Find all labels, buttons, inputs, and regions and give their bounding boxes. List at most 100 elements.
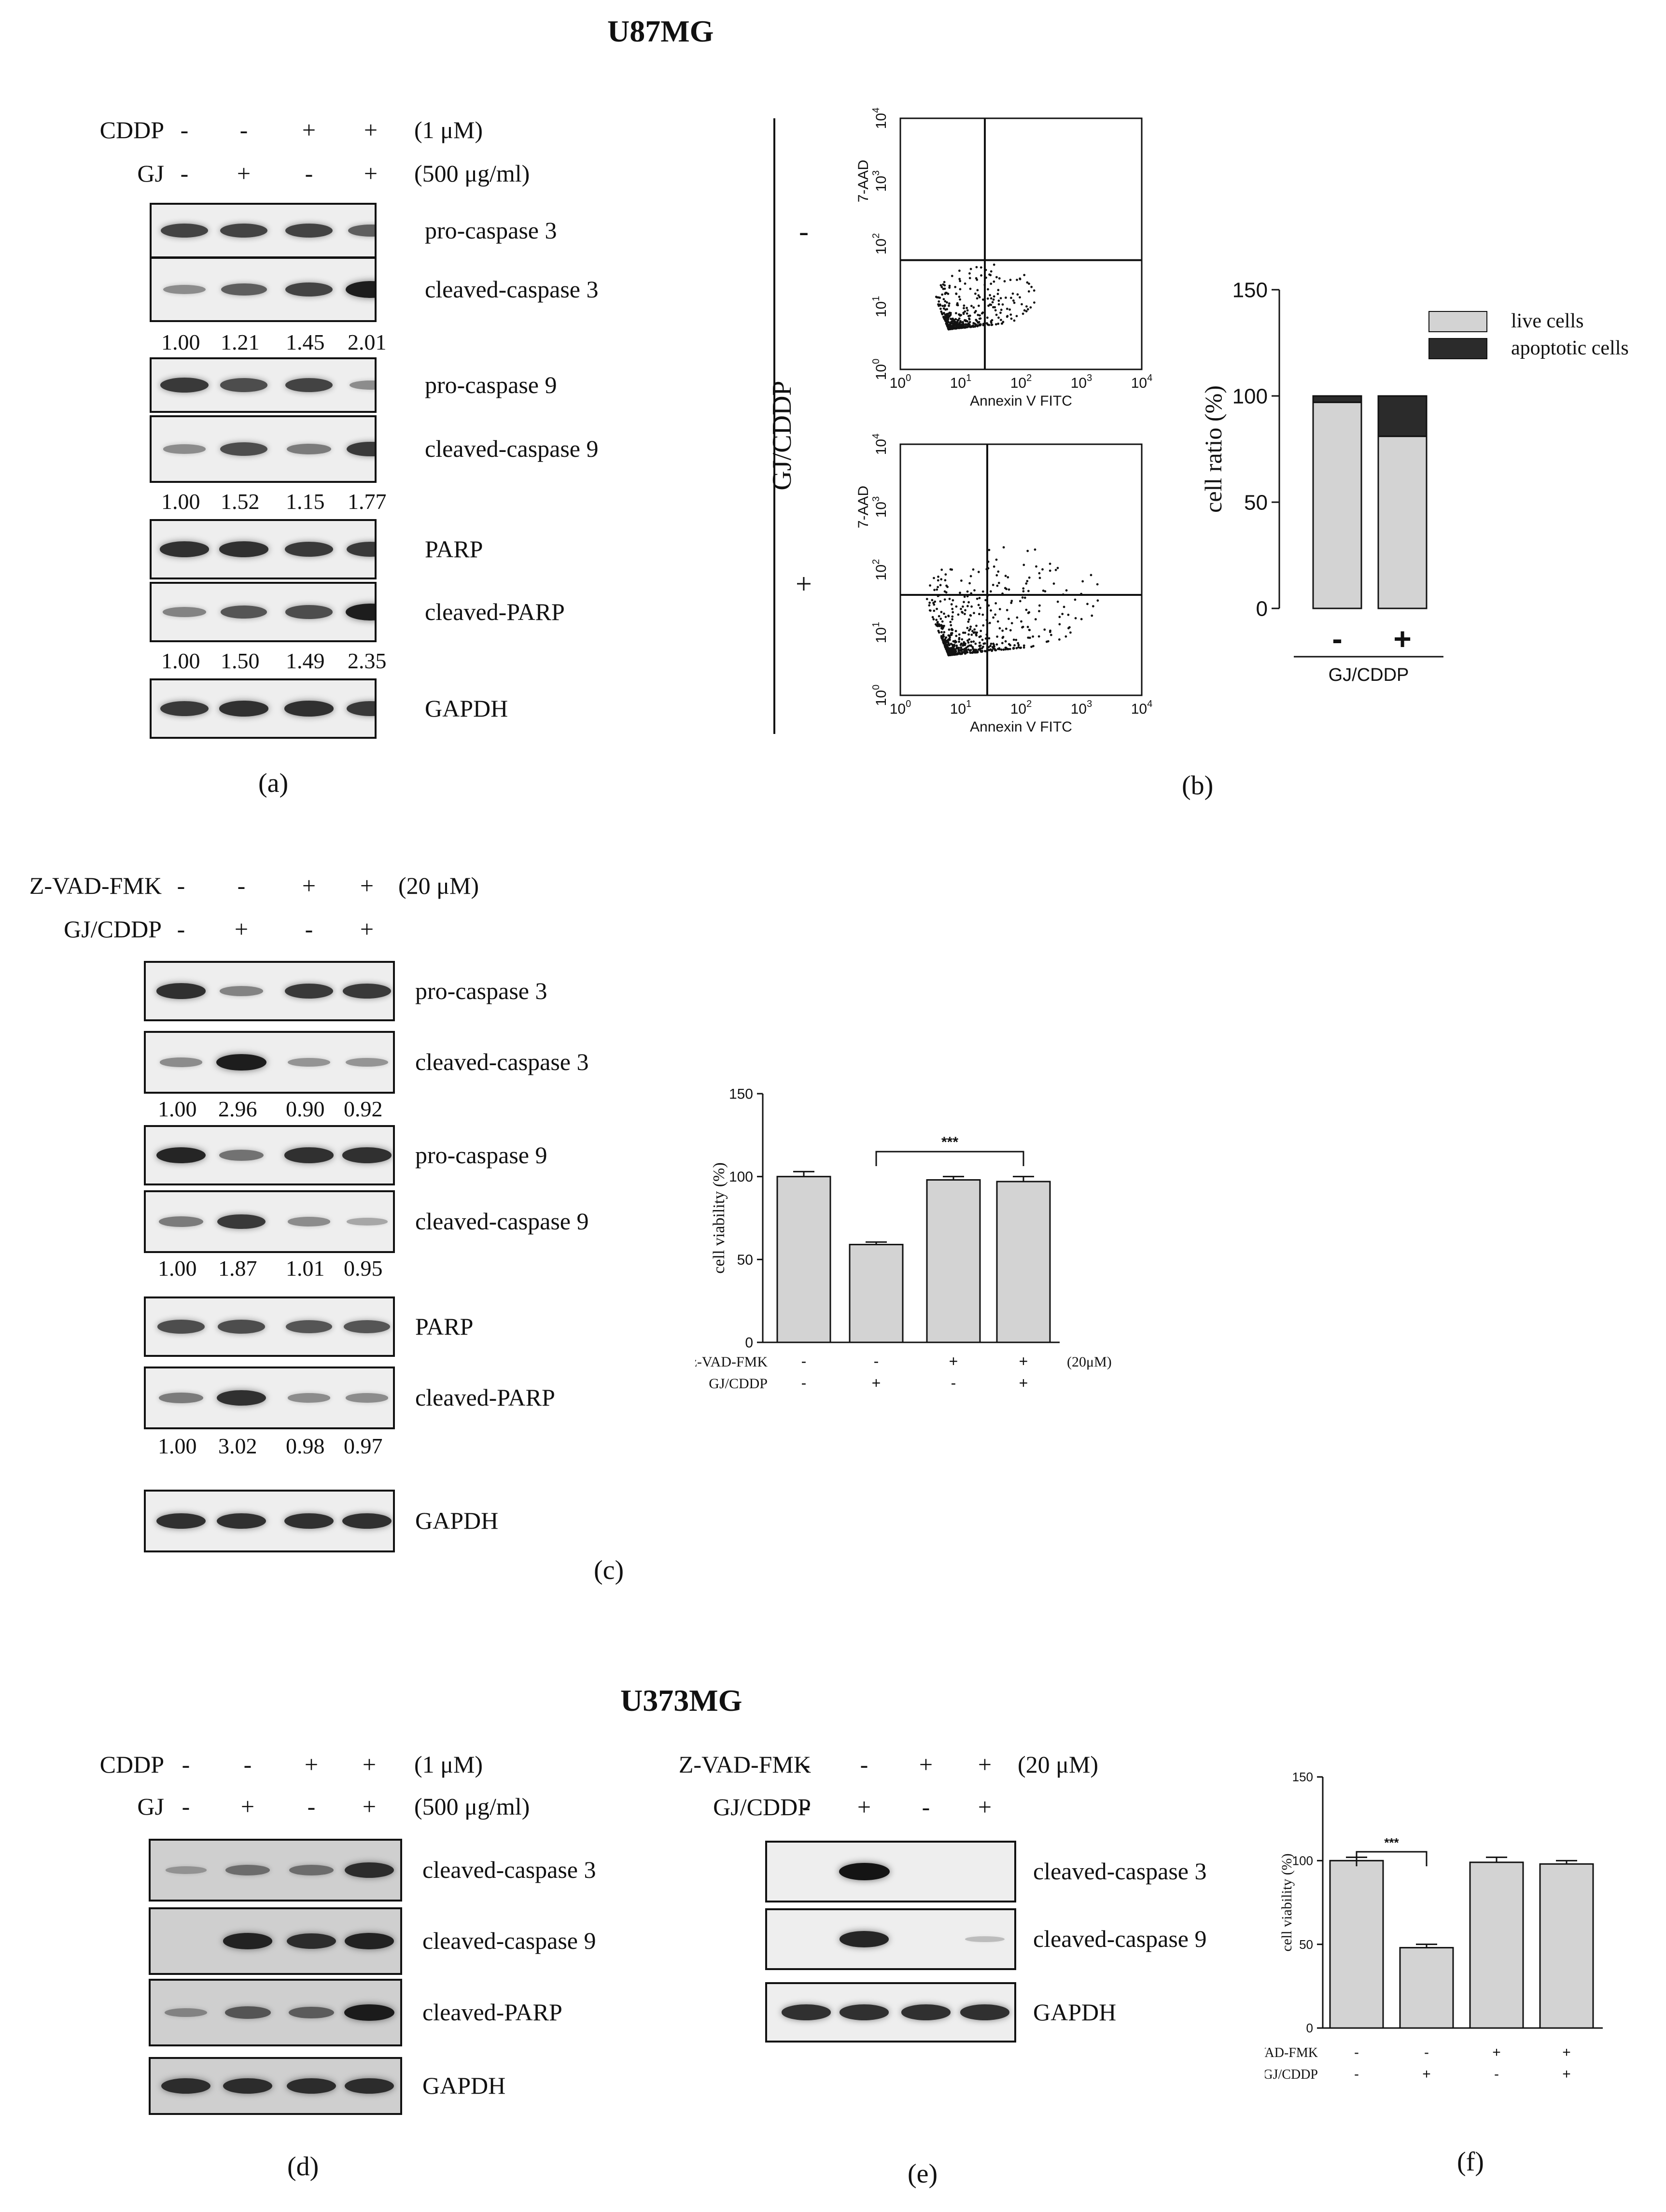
blot-band: [840, 2004, 889, 2020]
flow-y-tick: 101: [871, 296, 889, 318]
blot-band: [343, 984, 391, 999]
y-tick-label: 100: [729, 1169, 753, 1185]
treatment-sign: +: [872, 1374, 881, 1392]
blot-label: GAPDH: [422, 2072, 506, 2099]
treatment-sign: -: [1494, 2066, 1499, 2082]
treatment-sign: +: [949, 1353, 958, 1370]
blot-strip: [144, 1031, 395, 1094]
significance-bracket: [875, 1151, 1024, 1166]
flow-row-sign-minus: -: [799, 215, 809, 247]
x-category-label: +: [1393, 621, 1411, 656]
treatment-name: GJ/CDDP: [64, 916, 162, 943]
blot-strip: [144, 1190, 395, 1253]
blot-band: [219, 701, 268, 717]
blot-band: [220, 606, 267, 619]
treatment-sign: -: [182, 1751, 190, 1778]
blot-label: cleaved-caspase 9: [1033, 1925, 1207, 1952]
blot-band: [219, 541, 268, 557]
treatment-sign: +: [1562, 2044, 1571, 2060]
blot-band: [901, 2004, 951, 2020]
blot-band: [165, 1866, 207, 1874]
flow-group-label: GJ/CDDP: [767, 380, 797, 491]
blot-strip: [150, 678, 377, 739]
bar: [1329, 1860, 1384, 2029]
y-tick-label: 0: [1256, 597, 1268, 620]
blot-band: [216, 1054, 266, 1071]
band-quantification: 1.00: [161, 489, 200, 514]
blot-band: [345, 2078, 394, 2094]
blot-label: cleaved-PARP: [425, 598, 565, 625]
blot-band: [220, 223, 268, 238]
blot-band: [347, 542, 375, 557]
blot-band: [285, 605, 333, 619]
blot-band: [965, 1936, 1005, 1943]
treatment-dose: (20 μM): [1018, 1751, 1099, 1778]
blot-strip: [150, 519, 377, 579]
flow-x-tick: 104: [1131, 373, 1153, 391]
blot-label: cleaved-caspase 3: [415, 1048, 589, 1075]
blot-band: [161, 2078, 210, 2094]
treatment-sign: +: [360, 872, 374, 899]
blot-band: [225, 1865, 270, 1875]
y-tick-label: 50: [1244, 491, 1268, 514]
x-axis-label: GJ/CDDP: [1329, 665, 1409, 685]
blot-label: GAPDH: [425, 694, 508, 722]
x-category-label: -: [1332, 621, 1342, 656]
band-quantification: 0.97: [344, 1434, 383, 1458]
flow-events: [925, 546, 1099, 657]
band-quantification: 2.35: [348, 648, 387, 673]
blot-band: [221, 283, 267, 296]
blot-band: [839, 1931, 889, 1947]
blot-band: [287, 1217, 331, 1226]
band-quantification: 1.00: [161, 648, 200, 673]
blot-band: [284, 1147, 334, 1163]
blot-band: [344, 2004, 394, 2021]
blot-label: pro-caspase 9: [425, 371, 557, 398]
treatment-sign: -: [307, 1793, 316, 1820]
blot-label: cleaved-caspase 9: [425, 435, 599, 462]
treatment-sign: -: [802, 1793, 811, 1820]
treatment-dose: (500 μg/ml): [414, 160, 530, 187]
blot-strip: [144, 1296, 395, 1357]
flow-y-tick: 103: [871, 170, 889, 192]
flow-x-tick: 104: [1131, 699, 1153, 717]
blot-band: [342, 1513, 392, 1529]
y-axis-label: cell ratio (%): [1200, 385, 1227, 513]
blot-label: cleaved-PARP: [415, 1384, 555, 1411]
blot-band: [345, 1862, 394, 1878]
treatment-sign: +: [978, 1751, 992, 1778]
treatment-sign: +: [240, 1793, 255, 1820]
blot-band: [289, 2006, 334, 2019]
panel-label-f: (f): [1457, 2147, 1484, 2177]
treatment-sign: -: [182, 1793, 190, 1820]
treatment-dose: (1 μM): [414, 1751, 483, 1778]
band-quantification: 1.00: [158, 1097, 197, 1121]
legend-swatch: [1428, 338, 1487, 359]
blot-label: cleaved-caspase 3: [1033, 1858, 1207, 1885]
flow-y-tick: 104: [871, 434, 889, 455]
band-quantification: 0.95: [344, 1256, 383, 1281]
blot-strip: [149, 1839, 402, 1902]
title-u87mg: U87MG: [607, 14, 714, 48]
blot-strip: [149, 1979, 402, 2046]
band-quantification: 2.96: [218, 1097, 257, 1121]
blot-band: [165, 2008, 207, 2017]
blot-band: [223, 1933, 273, 1949]
blot-band: [287, 444, 331, 454]
blot-band: [285, 378, 333, 393]
panel-label-b: (b): [1182, 771, 1214, 801]
blot-band: [223, 2078, 272, 2094]
band-quantification: 3.02: [218, 1434, 257, 1458]
blot-band: [285, 984, 333, 999]
blot-band: [346, 1218, 388, 1226]
bar: [926, 1179, 981, 1343]
y-tick-label: 100: [1232, 384, 1268, 408]
blot-band: [347, 441, 375, 457]
band-quantification: 1.77: [348, 489, 387, 514]
flow-x-tick: 102: [1010, 373, 1032, 391]
y-axis-label: cell viability (%): [710, 1162, 728, 1273]
blot-strip: [144, 1367, 395, 1429]
y-tick-label: 50: [737, 1252, 753, 1268]
treatment-sign: -: [874, 1353, 879, 1370]
